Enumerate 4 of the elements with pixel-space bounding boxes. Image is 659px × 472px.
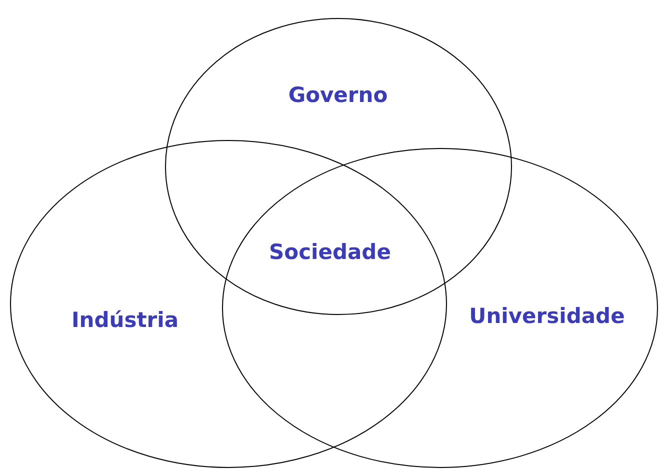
set-label: Governo xyxy=(288,83,388,107)
set-label: Universidade xyxy=(469,304,625,328)
intersection-label: Sociedade xyxy=(269,240,391,264)
set-label: Indústria xyxy=(72,308,178,332)
